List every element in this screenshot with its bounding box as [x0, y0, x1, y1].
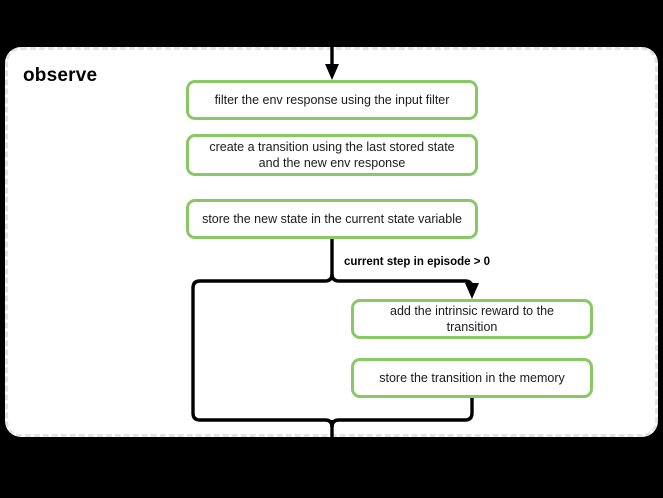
node-add-intrinsic-reward[interactable]: add the intrinsic reward to the transiti… [351, 299, 593, 339]
branch-condition-label: current step in episode > 0 [344, 256, 491, 268]
node-store-new-state[interactable]: store the new state in the current state… [186, 199, 478, 239]
node-filter-env-response[interactable]: filter the env response using the input … [186, 80, 478, 120]
node-store-transition-memory[interactable]: store the transition in the memory [351, 358, 593, 398]
node-create-transition[interactable]: create a transition using the last store… [186, 134, 478, 176]
observe-group-title: observe [23, 65, 98, 86]
